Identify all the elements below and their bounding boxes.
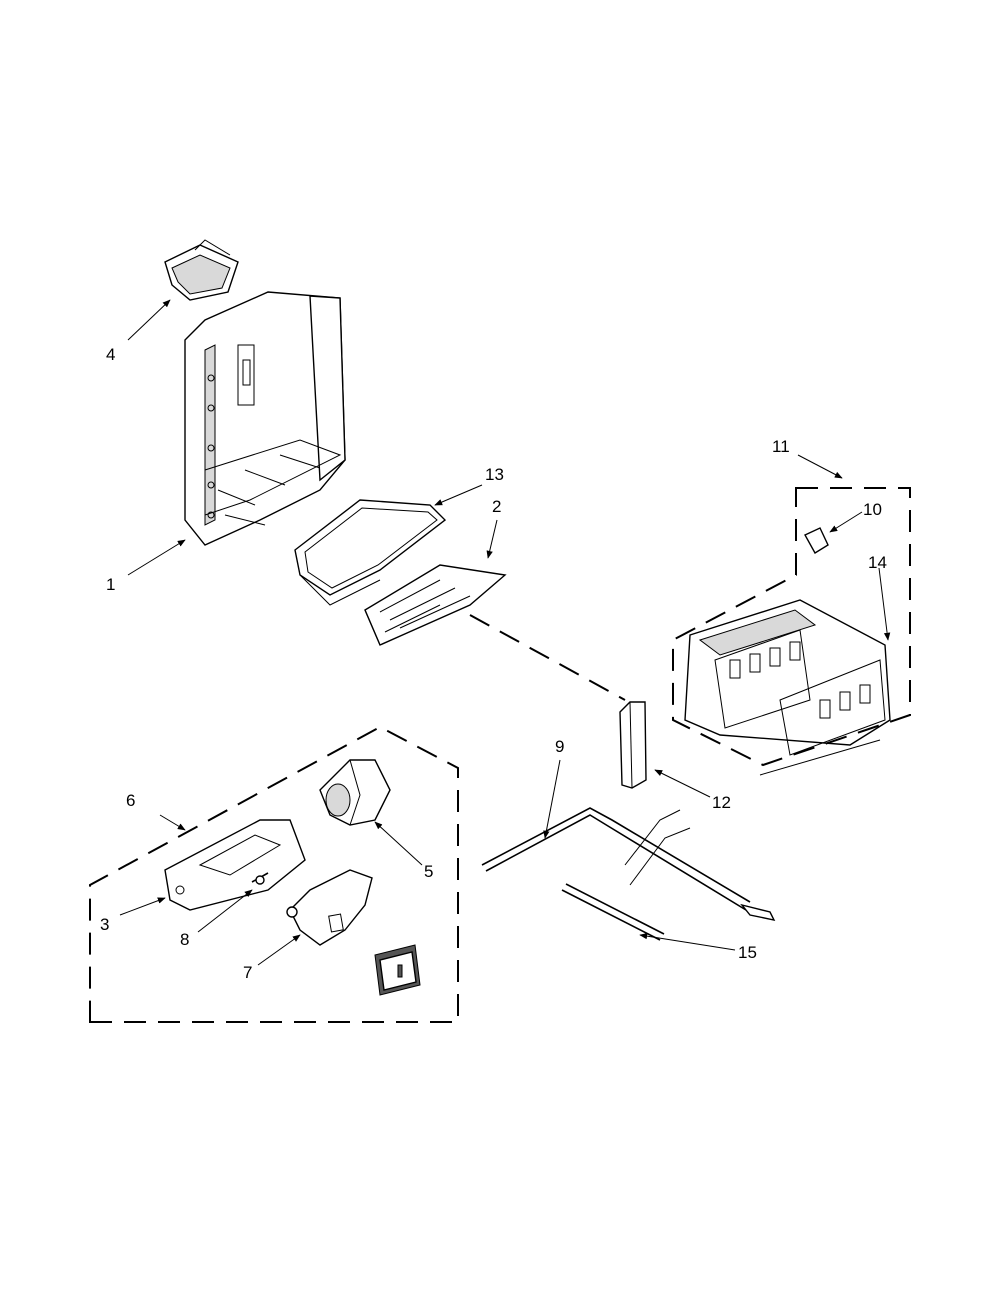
- callout-7: 7: [243, 963, 252, 982]
- part-15-rod: [561, 883, 665, 941]
- callout-4: 4: [106, 345, 115, 364]
- part-7-actuator: [286, 869, 373, 946]
- callout-15: 15: [738, 943, 757, 962]
- callout-labels: 1 2 3 4 5 6 7 8 9 10 11 12 13 14 15: [100, 345, 887, 982]
- callout-13: 13: [485, 465, 504, 484]
- callout-5: 5: [424, 862, 433, 881]
- callout-14: 14: [868, 553, 887, 572]
- callout-3: 3: [100, 915, 109, 934]
- square-cap-part: [374, 944, 421, 996]
- part-13-frame: [294, 499, 447, 606]
- callout-9: 9: [555, 737, 564, 756]
- callout-12: 12: [712, 793, 731, 812]
- part-8-screw: [251, 872, 269, 885]
- callout-10: 10: [863, 500, 882, 519]
- part-3-bracket: [164, 819, 306, 911]
- callout-11: 11: [772, 437, 790, 456]
- part-14-control-panel: [684, 527, 891, 776]
- callout-2: 2: [492, 497, 501, 516]
- callout-8: 8: [180, 930, 189, 949]
- callout-leaders: [119, 299, 891, 966]
- part-9-tube: [481, 807, 776, 921]
- part-5-motor: [319, 759, 391, 826]
- callout-6: 6: [126, 791, 135, 810]
- callout-1: 1: [106, 575, 115, 594]
- part-12-cartridge: [619, 701, 647, 789]
- assembly-group-outlines: [89, 487, 911, 1023]
- part-4-cup: [164, 239, 239, 301]
- part-1-housing: [184, 291, 346, 546]
- part-2-grille: [364, 564, 507, 646]
